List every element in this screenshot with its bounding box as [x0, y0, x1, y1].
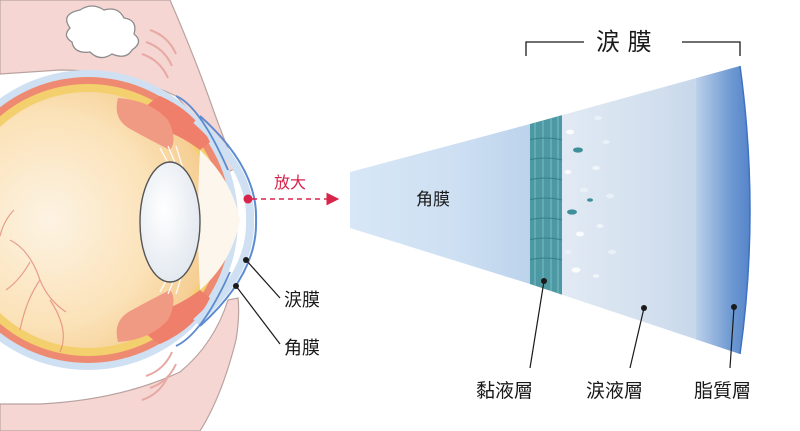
- lower-eyelid: [0, 297, 240, 431]
- tear-film-leader-dot: [243, 257, 249, 263]
- tear-film-bracket: [525, 41, 741, 56]
- retina-veins: [0, 209, 67, 353]
- mucin-layer-label: 黏液層: [476, 380, 533, 402]
- lipid-layer: [696, 66, 750, 354]
- cornea-leader: [235, 285, 281, 345]
- lower-muscle: [141, 351, 177, 401]
- aqueous-layer-label: 涙液層: [586, 379, 643, 402]
- lacrimal-gland: [65, 5, 140, 59]
- tear-film-leader: [245, 259, 281, 299]
- lipid-leader-dot: [731, 304, 737, 310]
- tear-film-side-label: 涙膜: [284, 289, 320, 311]
- eyeball-interior: [0, 92, 216, 348]
- ciliary-upper: [116, 98, 174, 150]
- iris-upper: [142, 96, 210, 150]
- zoom-label: 放大: [274, 173, 306, 192]
- tear-film-arc: [199, 115, 258, 327]
- anterior-chamber: [198, 150, 240, 290]
- aqueous-leader: [629, 307, 645, 369]
- cornea-arc: [193, 117, 255, 325]
- zoom-origin-dot: [243, 194, 253, 204]
- magnified-section: [350, 65, 751, 355]
- conjunctiva-upper: [175, 95, 229, 171]
- cornea-wedge-label: 角膜: [416, 190, 450, 210]
- lens: [139, 161, 201, 283]
- cornea-leader-dot: [233, 283, 239, 289]
- lipid-leader: [729, 306, 735, 369]
- mucin-layer: [530, 66, 563, 354]
- tear-film-title: 涙 膜: [596, 28, 652, 56]
- layer-leaders: [529, 278, 737, 369]
- mucin-granules: [564, 115, 616, 278]
- zoom-indicator: [243, 192, 340, 206]
- iris-lower: [142, 290, 210, 344]
- lipid-layer-label: 脂質層: [694, 380, 751, 402]
- ciliary-lower: [116, 290, 174, 342]
- conjunctiva-lower: [175, 271, 231, 347]
- mucin-leader-dot: [541, 278, 547, 284]
- cornea-wedge: [350, 124, 530, 284]
- cornea-side-label: 角膜: [284, 338, 320, 359]
- upper-muscle: [141, 29, 177, 79]
- eye-cross-section: [0, 0, 281, 431]
- aqueous-leader-dot: [641, 305, 647, 311]
- wedge-outer-edge: [739, 65, 751, 355]
- mucin-leader: [529, 280, 545, 369]
